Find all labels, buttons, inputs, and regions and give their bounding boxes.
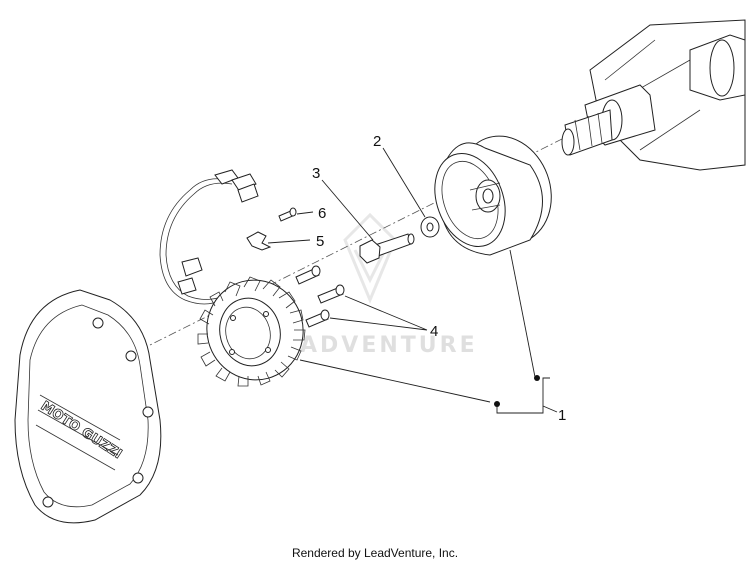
- washer: [420, 216, 440, 238]
- engine-cover: MOTO GUZZI: [14, 289, 162, 524]
- flywheel-rotor: [434, 135, 552, 256]
- callout-6: 6: [318, 205, 326, 222]
- wiring-harness: [159, 169, 259, 305]
- cable-clip: [246, 231, 272, 251]
- callout-5: 5: [316, 233, 324, 250]
- assembly-point: [494, 401, 500, 407]
- clip-screw: [278, 207, 297, 222]
- callout-3: 3: [312, 165, 320, 182]
- stator: [197, 276, 306, 387]
- watermark-text: ADVENTURE: [300, 333, 478, 358]
- assembly-point: [534, 375, 540, 381]
- watermark: ADVENTURE: [300, 212, 478, 358]
- crankshaft: [561, 19, 746, 171]
- callout-1: 1: [558, 407, 566, 424]
- callout-4: 4: [430, 323, 438, 340]
- stator-screws: [295, 265, 345, 328]
- flywheel-bolt: [359, 233, 415, 264]
- callout-2: 2: [373, 133, 381, 150]
- leader-lines: [267, 147, 558, 414]
- footer-credit: Rendered by LeadVenture, Inc.: [291, 546, 459, 560]
